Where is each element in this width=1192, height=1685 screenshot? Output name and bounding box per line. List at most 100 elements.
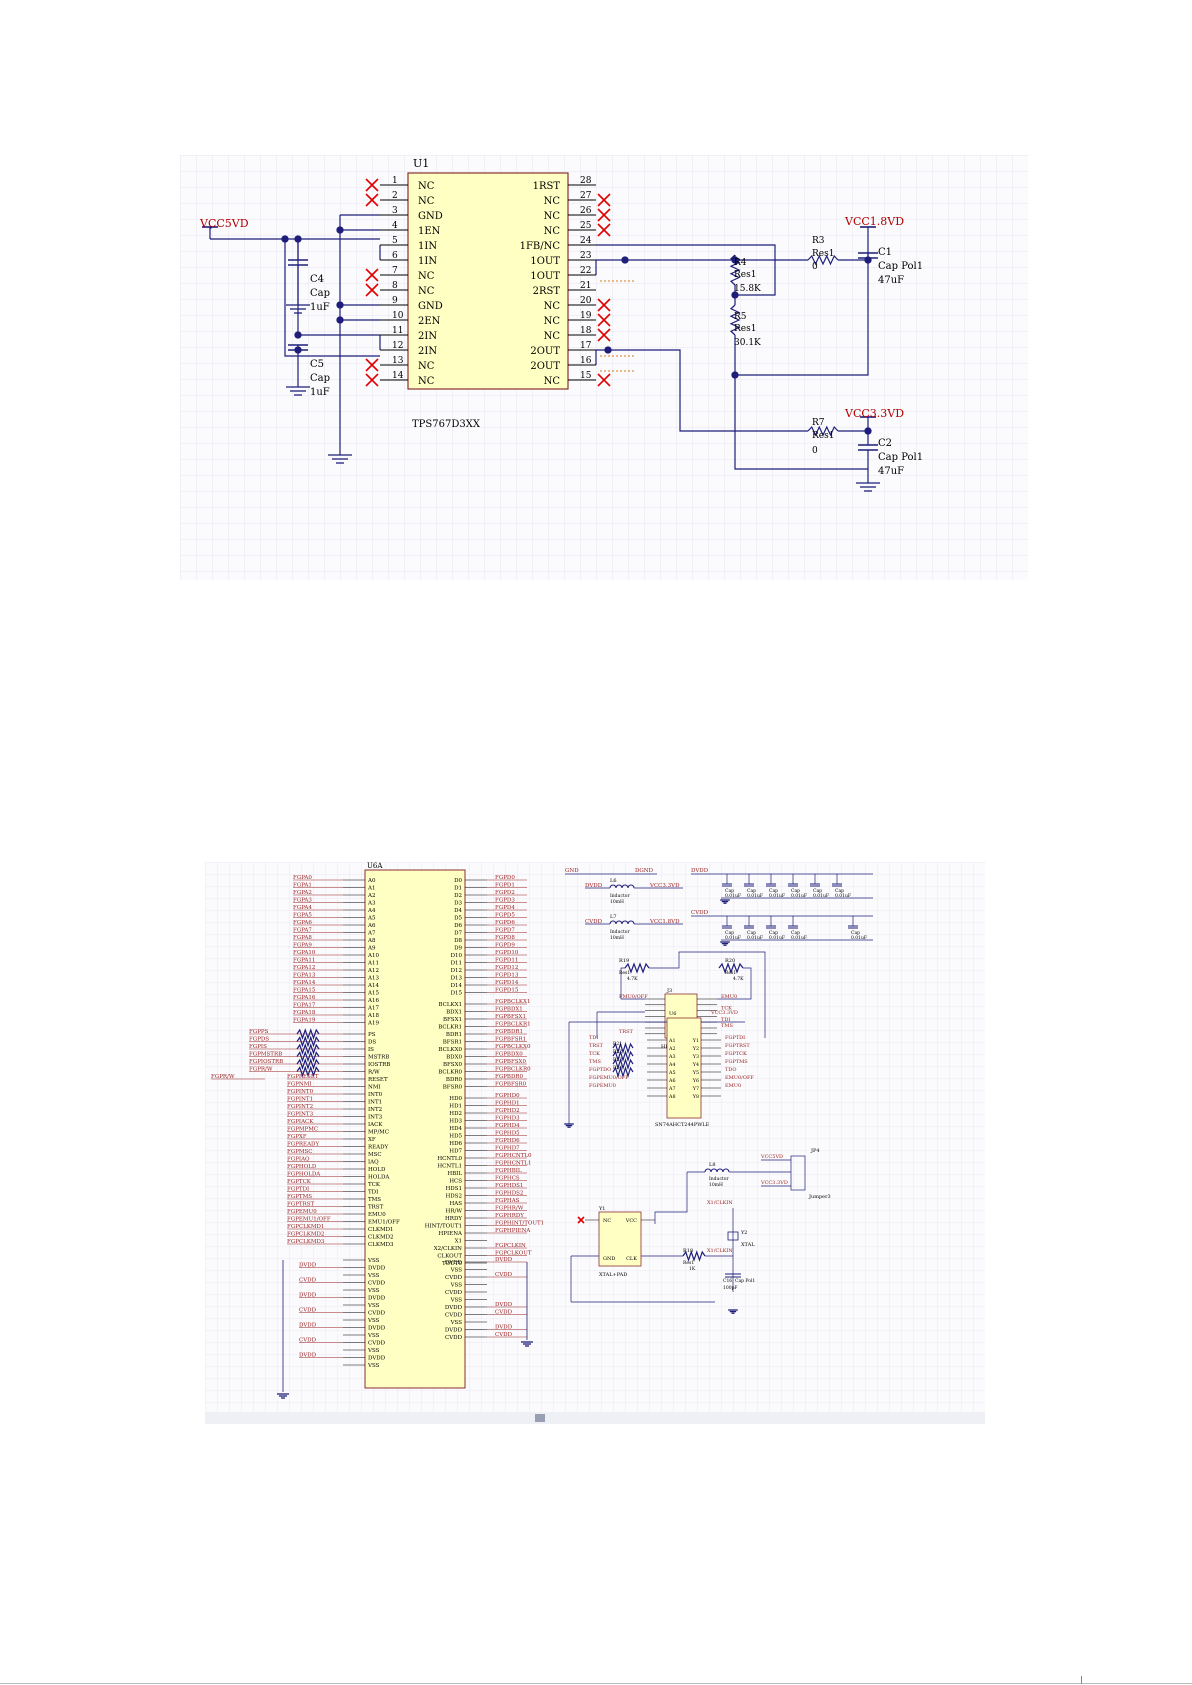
u6a-pin-name: HD4: [449, 1126, 462, 1132]
u1-part: TPS767D3XX: [412, 419, 481, 430]
net-label: FGPTCK: [287, 1179, 312, 1185]
y2-crystal: [727, 1231, 739, 1241]
r4-resistor: [729, 254, 741, 286]
l7-ref: L7: [610, 914, 617, 920]
inductor-coil: [627, 920, 635, 925]
u1-pin-name: 1OUT: [530, 256, 560, 267]
c4-value: 1uF: [310, 302, 330, 313]
u6a-pin-name: HOLDA: [368, 1175, 390, 1181]
net-label: FGPD8: [495, 935, 515, 941]
l8-value: 10mH: [709, 1182, 723, 1188]
y2-part: XTAL: [741, 1242, 755, 1248]
no-connect-stroke: [365, 283, 379, 297]
r24-resistor: [612, 1065, 634, 1079]
inductor-coil: [627, 884, 635, 889]
u6-pin-a: A2: [668, 1046, 676, 1052]
r3-resistor: [807, 254, 839, 266]
r4-value: 15.8K: [734, 284, 761, 294]
net-label: FGPEMU1/OFF: [287, 1217, 331, 1223]
l6-to-net: VCC3.3VD: [649, 883, 680, 889]
y1-nc-mark: [577, 1216, 585, 1224]
u1-pin-number: 13: [392, 356, 404, 366]
no-connect-mark: [365, 193, 379, 207]
u6-out-net: TDO: [725, 1067, 736, 1073]
net-label: FGPIOSTRB: [249, 1059, 283, 1065]
passive-parts: [286, 252, 880, 492]
c1-ref: C1: [878, 247, 892, 258]
dsp-schematic-canvas: U6A A0FGPA0A1FGPA1A2FGPA2A3FGPA3A4FGPA4A…: [205, 862, 985, 1424]
u6a-pin-name: INT1: [368, 1100, 382, 1106]
u6a-pin-name: DVDD: [368, 1296, 386, 1302]
u6a-pins: A0FGPA0A1FGPA1A2FGPA2A3FGPA3A4FGPA4A5FGP…: [211, 875, 544, 1399]
l8-ref: L8: [709, 1162, 716, 1168]
u6a-pin-name: BFSR1: [443, 1040, 462, 1046]
net-label: CVDD: [299, 1308, 317, 1314]
j3-right-net: TCK: [721, 1006, 732, 1012]
cvdd-net-label: CVDD: [691, 910, 709, 916]
u1-pin-name: 1IN: [418, 241, 437, 252]
u1-pin-name: NC: [544, 331, 561, 342]
net-label: FGPREADY: [287, 1142, 319, 1148]
series-resistor: [296, 1065, 320, 1078]
net-label: FGPHINT/TOUT1: [495, 1221, 544, 1227]
u1-pin-number: 5: [392, 236, 398, 246]
net-label: FGPA2: [293, 890, 312, 896]
no-connect-stroke: [365, 358, 379, 372]
u6a-pin-name: A17: [367, 1006, 379, 1012]
j3-left-net: TRST: [619, 1029, 634, 1035]
decap-value: 0.01uF: [747, 935, 763, 941]
u6a-pin-name: D6: [454, 923, 462, 929]
u6a-pin-name: HD0: [449, 1096, 462, 1102]
fb-wire: [596, 244, 776, 260]
u6a-pin-name: IOSTRB: [368, 1062, 390, 1068]
u6a-pin-name: VSS: [367, 1303, 380, 1309]
r7-resistor: [807, 425, 839, 437]
decap-value: 0.01uF: [725, 935, 741, 941]
r23-ref: R23: [613, 1057, 622, 1063]
net-label: FGPHOLDA: [287, 1172, 321, 1178]
junction-dot: [336, 301, 344, 309]
l6-type: Inductor: [610, 893, 630, 899]
net-label: FGPBFSX1: [495, 1014, 526, 1020]
u1-pin-name: 1RST: [533, 181, 561, 192]
u6a-pin-name: CVDD: [445, 1335, 463, 1341]
u1-pin-name: GND: [418, 301, 443, 312]
scrollbar-thumb[interactable]: [535, 1414, 545, 1422]
u6a-pin-name: CVDD: [445, 1275, 463, 1281]
no-connect-stroke: [597, 223, 611, 237]
net-label: FGPHCNTL0: [495, 1153, 532, 1159]
r5-ref: R5: [734, 312, 747, 322]
net-label: FGPHD7: [495, 1146, 520, 1152]
y2-ref: Y2: [740, 1230, 747, 1236]
no-connect-mark: [597, 223, 611, 237]
net-label: FGPBDR1: [495, 1029, 523, 1035]
net-label: FGPIAQ: [287, 1157, 310, 1163]
u1-pin-name: NC: [418, 376, 435, 387]
u6a-pin-name: NMI: [368, 1085, 381, 1091]
u1-pin-name: NC: [544, 316, 561, 327]
r22-resistor: [612, 1049, 634, 1063]
net-label: FGPD7: [495, 928, 515, 934]
net-label: FGPD9: [495, 943, 515, 949]
net-label: FGPHCS: [495, 1176, 520, 1182]
u6a-pin-name: CVDD: [368, 1341, 386, 1347]
u6a-pin-name: HDS1: [446, 1186, 462, 1192]
u6a-pin-name: D8: [454, 938, 462, 944]
u6a-pin-name: D14: [451, 983, 463, 989]
u6a-pin-name: BDR0: [446, 1077, 463, 1083]
u6a-pin-name: INT3: [368, 1115, 383, 1121]
horizontal-scrollbar[interactable]: [205, 1412, 985, 1424]
u6a-pin-name: HD3: [449, 1119, 462, 1125]
u1-ref: U1: [413, 157, 429, 170]
net-label: DVDD: [299, 1263, 317, 1269]
no-connect-mark: [365, 373, 379, 387]
u6a-right-ground-icon: [521, 1341, 533, 1347]
net-label: FGPA18: [293, 1010, 316, 1016]
l6-value: 10mH: [610, 899, 624, 905]
u6a-pin-name: A13: [367, 976, 379, 982]
j3-left-net: FMU0/OFF: [619, 994, 648, 1000]
r23-resistor: [612, 1057, 634, 1071]
en-feed: [284, 239, 380, 357]
no-connect-mark: [365, 358, 379, 372]
u1-pin-name: NC: [544, 226, 561, 237]
